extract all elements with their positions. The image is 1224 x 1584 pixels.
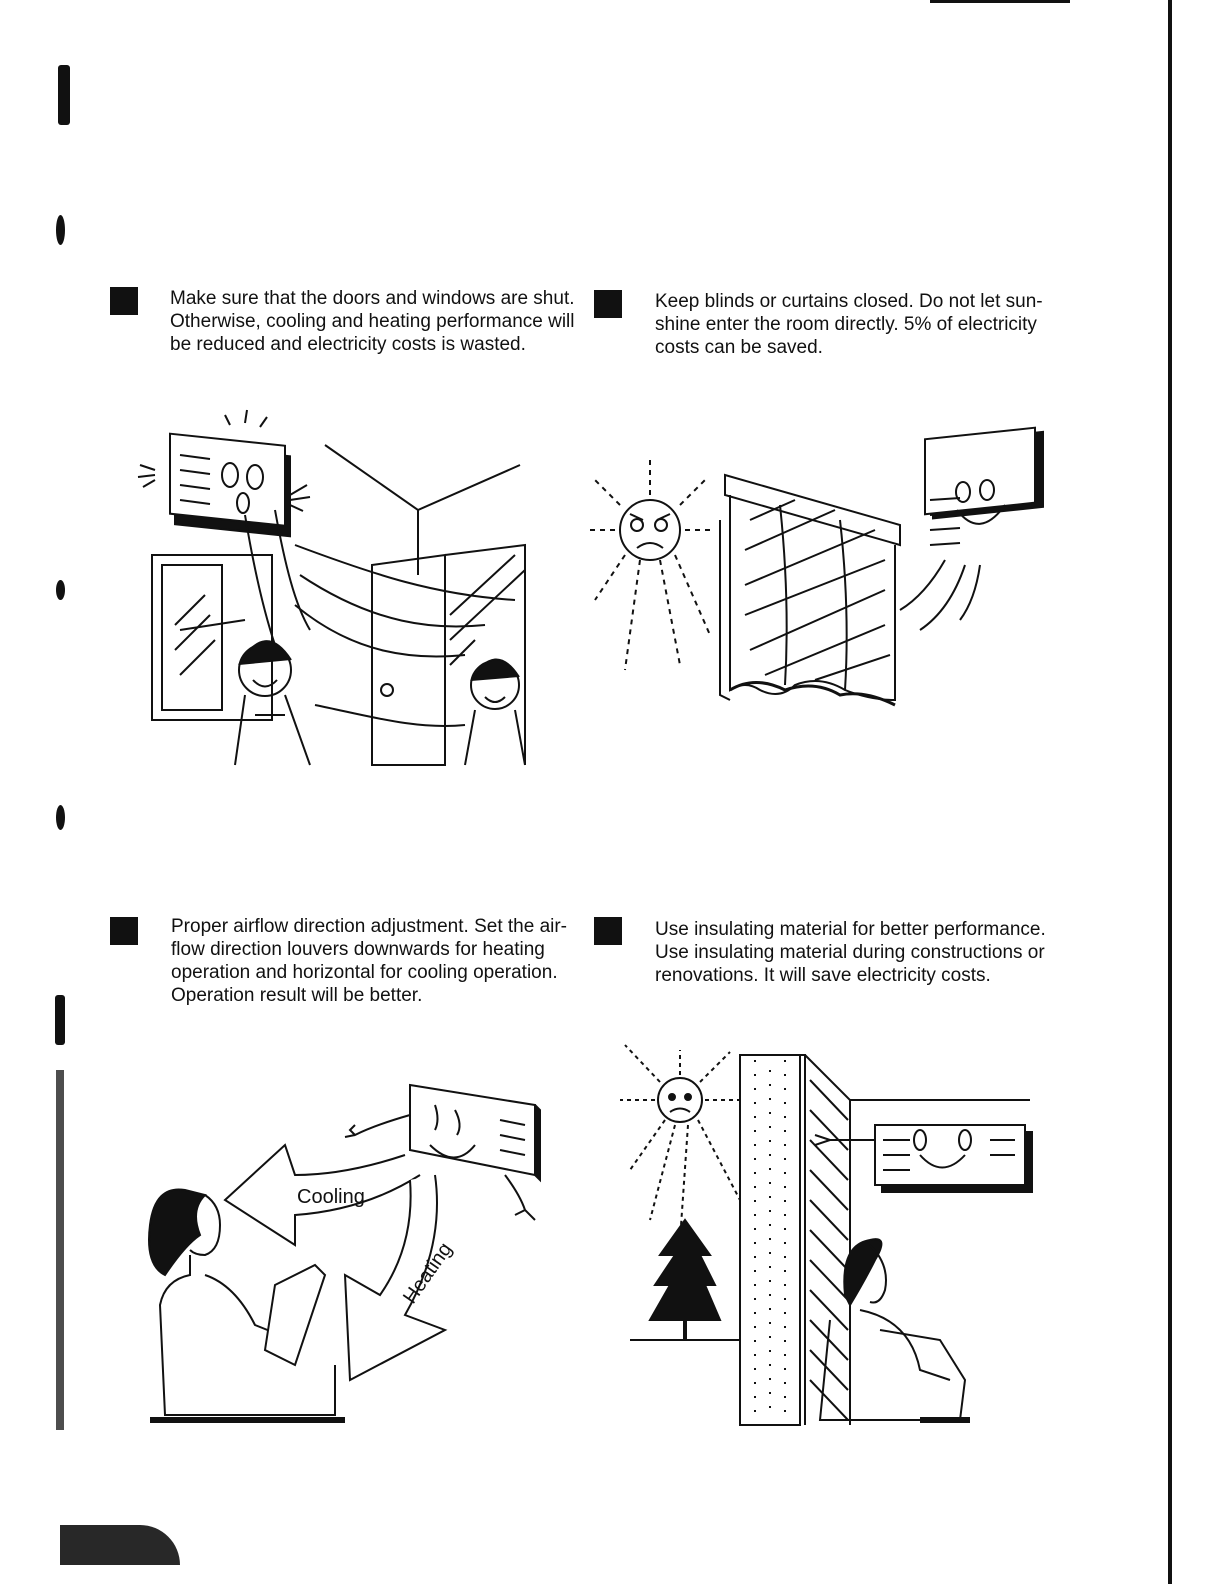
scan-mark (56, 215, 65, 245)
ac-unit-pointing (344, 1083, 541, 1221)
tip-text: Proper airflow direction adjustment. Set… (171, 915, 567, 1007)
tip-line: shine enter the room directly. 5% of ele… (655, 314, 1037, 335)
illustration-insulated-wall (620, 1044, 1033, 1426)
scan-border-right (1168, 0, 1172, 1584)
woman-reading (148, 1188, 345, 1423)
tip-line: flow direction louvers downwards for hea… (171, 939, 545, 960)
tip-line: Use insulating material for better perfo… (655, 919, 1046, 940)
cooling-label: Cooling (297, 1186, 365, 1208)
bullet-square (594, 290, 622, 318)
sun-frowning-icon (585, 455, 711, 671)
sun-frowning-icon (620, 1044, 741, 1241)
tree-icon (630, 1218, 740, 1341)
scan-mark (56, 805, 65, 830)
tip-line: renovations. It will save electricity co… (655, 965, 991, 986)
scan-mark (58, 65, 70, 125)
tip-line: Make sure that the doors and windows are… (170, 288, 575, 309)
woman-relaxing (818, 1238, 970, 1423)
scan-mark (56, 1070, 64, 1430)
bullet-square (110, 917, 138, 945)
illustration-airflow-direction: Cooling Heating (148, 1083, 541, 1423)
tip-line: Keep blinds or curtains closed. Do not l… (655, 291, 1043, 312)
tip-line: Otherwise, cooling and heating performan… (170, 311, 575, 332)
scan-mark (56, 580, 65, 600)
scan-mark (60, 1525, 180, 1565)
scan-border-top (930, 0, 1070, 3)
illustration-open-window-door (137, 409, 526, 766)
bullet-square (110, 287, 138, 315)
tip-text: Make sure that the doors and windows are… (170, 287, 575, 356)
tip-line: Proper airflow direction adjustment. Set… (171, 916, 568, 937)
ac-unit-happy (899, 426, 1044, 631)
illustration-closed-blinds (585, 426, 1044, 707)
tip-line: Use insulating material during construct… (655, 942, 1045, 963)
tip-line: be reduced and electricity costs is wast… (170, 334, 526, 355)
bullet-square (594, 917, 622, 945)
tip-text: Keep blinds or curtains closed. Do not l… (655, 290, 1043, 359)
tip-text: Use insulating material for better perfo… (655, 918, 1046, 987)
cooling-arrow: Cooling (223, 1143, 421, 1247)
ac-unit-surprised (137, 409, 311, 538)
tip-line: Operation result will be better. (171, 985, 423, 1006)
ac-unit-happy (814, 1124, 1033, 1193)
tip-line: costs can be saved. (655, 337, 823, 358)
tip-line: operation and horizontal for cooling ope… (171, 962, 558, 983)
scan-mark (55, 995, 65, 1045)
